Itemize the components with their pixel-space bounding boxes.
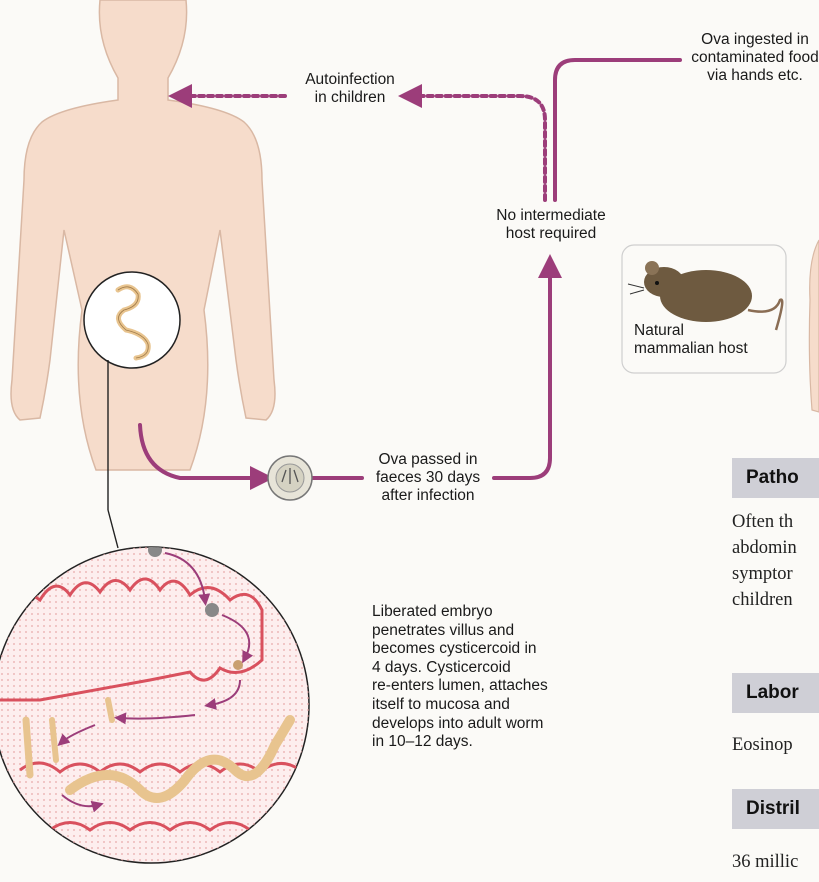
laboratory-text: Eosinop: [732, 732, 793, 758]
ovum-icon: [268, 456, 312, 500]
connector-line-2: [108, 510, 118, 548]
pathogenesis-text: Often th abdomin symptor children: [732, 509, 797, 613]
intestine-cross-section: [0, 540, 320, 880]
human-figure: [11, 0, 275, 470]
autoinfection-label: Autoinfection in children: [290, 71, 410, 107]
ova-ingested-label: Ova ingested in contaminated food via ha…: [660, 31, 819, 85]
pathogenesis-header: Patho: [732, 458, 819, 498]
ova-passed-label: Ova passed in faeces 30 days after infec…: [362, 451, 494, 505]
laboratory-header: Labor: [732, 673, 819, 713]
no-intermediate-host-label: No intermediate host required: [476, 207, 626, 243]
natural-host-label: Natural mammalian host: [634, 322, 754, 358]
lifecycle-description: Liberated embryo penetrates villus and b…: [372, 603, 577, 752]
distribution-text: 36 millic: [732, 849, 798, 875]
distribution-header: Distril: [732, 789, 819, 829]
partial-figure-right: [809, 240, 819, 412]
